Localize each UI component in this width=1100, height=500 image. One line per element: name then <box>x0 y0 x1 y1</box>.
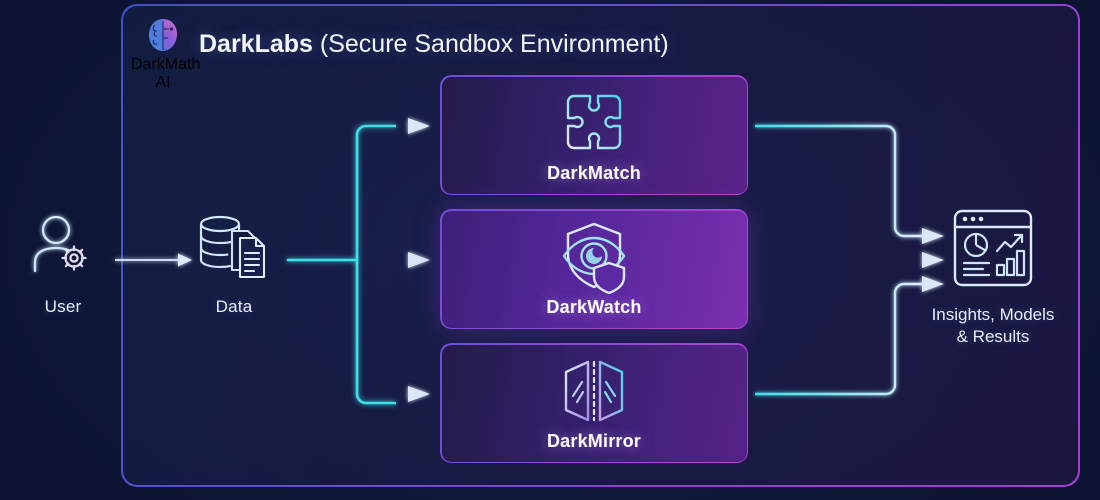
module-card-darkmirror[interactable]: DarkMirror <box>440 343 748 463</box>
module-title-darkwatch: DarkWatch <box>546 297 642 317</box>
shield-eye-icon <box>562 222 626 294</box>
node-output-label-line2: & Results <box>956 327 1030 346</box>
node-data[interactable]: Data <box>169 208 299 317</box>
node-data-label: Data <box>215 297 253 316</box>
module-title-darkmatch: DarkMatch <box>547 163 641 183</box>
database-documents-icon <box>199 215 266 279</box>
module-card-darkwatch[interactable]: DarkWatch <box>440 209 748 329</box>
node-user[interactable]: User <box>0 208 128 317</box>
analytics-dashboard-icon <box>953 209 1033 287</box>
brain-profile-logo-icon <box>149 19 177 51</box>
mirror-panels-icon <box>564 360 624 422</box>
puzzle-icon <box>566 94 622 150</box>
node-output-insights[interactable]: Insights, Models & Results <box>912 205 1074 348</box>
node-output-label-line1: Insights, Models <box>931 305 1055 324</box>
module-card-darkmatch[interactable]: DarkMatch <box>440 75 748 195</box>
node-output-label: Insights, Models & Results <box>912 304 1074 348</box>
page-title-strong: DarkLabs <box>199 30 313 58</box>
page-title: DarkLabs (Secure Sandbox Environment) <box>199 30 669 59</box>
page-title-rest: (Secure Sandbox Environment) <box>312 30 669 58</box>
module-title-darkmirror: DarkMirror <box>546 431 642 451</box>
brand-name: DarkMath AI <box>131 56 201 91</box>
user-gear-icon <box>33 215 87 273</box>
brand-logo: DarkMath AI <box>131 16 200 92</box>
node-user-label: User <box>44 297 82 316</box>
